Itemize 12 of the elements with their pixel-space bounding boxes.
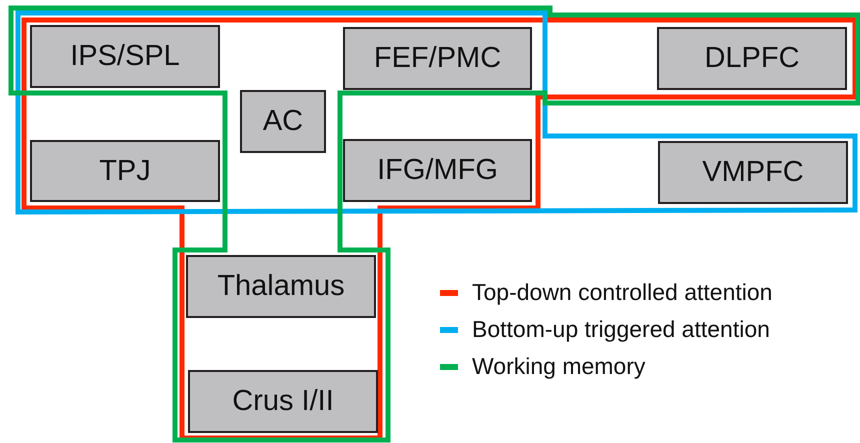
region-box: VMPFC <box>658 141 848 204</box>
legend-label: Top-down controlled attention <box>472 278 772 307</box>
legend-label: Working memory <box>472 352 646 381</box>
legend-label: Bottom-up triggered attention <box>472 315 770 344</box>
region-box: Crus I/II <box>188 370 378 433</box>
region-box: TPJ <box>30 140 220 202</box>
region-box: FEF/PMC <box>343 27 532 90</box>
region-box: IPS/SPL <box>30 25 220 88</box>
region-box: DLPFC <box>657 27 847 90</box>
region-box: AC <box>240 90 326 153</box>
region-box: IFG/MFG <box>343 139 532 202</box>
region-box: Thalamus <box>186 255 376 318</box>
